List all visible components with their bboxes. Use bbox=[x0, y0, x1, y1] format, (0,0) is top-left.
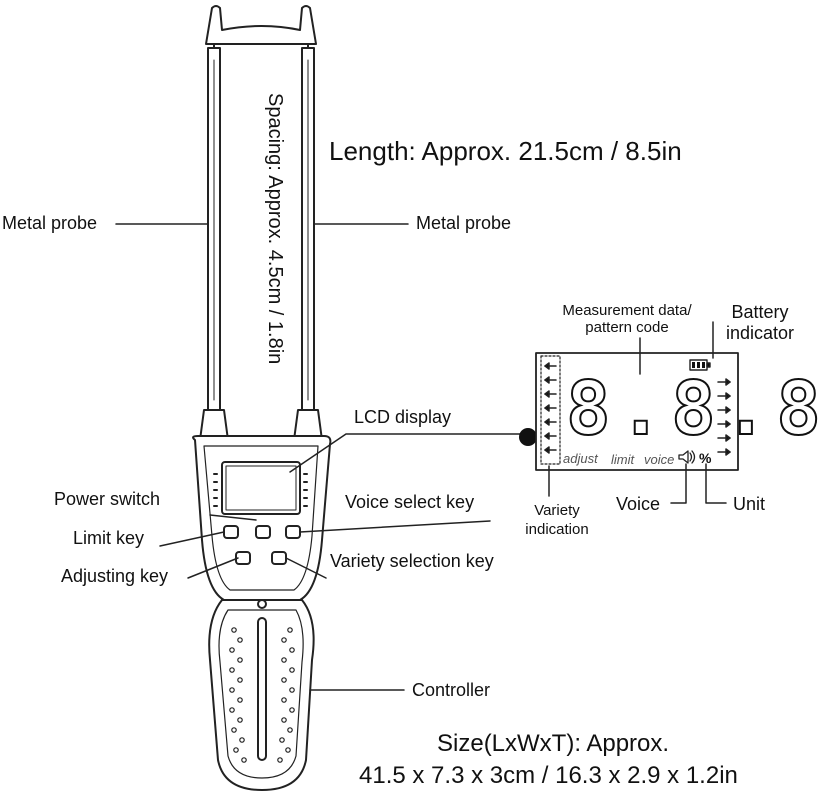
device-lcd-window bbox=[221, 461, 301, 515]
battery-indicator-label: Battery indicator bbox=[726, 302, 794, 343]
controller-label: Controller bbox=[412, 680, 491, 700]
handle-center-groove bbox=[257, 617, 267, 761]
probe-top-handle bbox=[205, 5, 317, 51]
lcd-percent-symbol: % bbox=[699, 450, 712, 466]
battery-line1: Battery bbox=[731, 302, 789, 322]
lcd-callout-dot bbox=[519, 428, 537, 446]
metal-probe-left-label: Metal probe bbox=[2, 213, 98, 233]
lcd-seven-segment-digits: 8.8.8 bbox=[565, 366, 829, 452]
lcd-word-limit: limit bbox=[611, 452, 635, 467]
power-switch-label: Power switch bbox=[54, 489, 161, 509]
limit-key[interactable] bbox=[223, 525, 239, 539]
grip-dots bbox=[229, 627, 295, 763]
variety-indicator-box bbox=[540, 355, 561, 465]
lcd-word-voice: voice bbox=[644, 452, 675, 467]
variety-arrows-left bbox=[544, 362, 557, 454]
adjusting-key-label: Adjusting key bbox=[61, 566, 169, 586]
length-label: Length: Approx. 21.5cm / 8.5in bbox=[329, 136, 682, 166]
panel-callout-lines bbox=[548, 321, 727, 504]
voice-label: Voice bbox=[616, 494, 661, 514]
variety-indication-label: Variety indication bbox=[517, 502, 597, 540]
spacing-label: Spacing: Approx. 4.5cm / 1.8in bbox=[264, 93, 286, 365]
moisture-meter-diagram bbox=[115, 5, 739, 791]
battery-line2: indicator bbox=[726, 322, 795, 343]
power-switch[interactable] bbox=[255, 525, 271, 539]
speaker-icon bbox=[678, 450, 696, 464]
unit-label: Unit bbox=[733, 494, 766, 514]
metal-probe-right bbox=[301, 47, 315, 411]
lcd-display-label: LCD display bbox=[354, 407, 452, 427]
size-label-line1: Size(LxWxT): Approx. bbox=[437, 730, 670, 757]
variety-selection-key[interactable] bbox=[271, 551, 287, 565]
limit-key-label: Limit key bbox=[73, 528, 145, 548]
lcd-word-adjust: adjust bbox=[563, 451, 598, 466]
controller-handle bbox=[208, 599, 315, 791]
battery-icon bbox=[689, 359, 711, 371]
measurement-data-label: Measurement data/ pattern code bbox=[544, 302, 710, 337]
measurement-data-line2: pattern code bbox=[585, 319, 669, 337]
meter-body-head bbox=[192, 435, 332, 601]
lcd-panel-frame bbox=[535, 352, 739, 471]
variety-line1: Variety bbox=[534, 502, 580, 519]
hanging-hole bbox=[257, 599, 267, 609]
device-lcd-ticks bbox=[213, 473, 308, 507]
size-label-line2: 41.5 x 7.3 x 3cm / 16.3 x 2.9 x 1.2in bbox=[359, 762, 738, 789]
voice-select-key-label: Voice select key bbox=[345, 492, 475, 512]
variety-selection-key-label: Variety selection key bbox=[330, 551, 494, 571]
scale-arrows-right bbox=[717, 378, 731, 456]
voice-select-key[interactable] bbox=[285, 525, 301, 539]
variety-line2: indication bbox=[525, 520, 589, 538]
callout-lines bbox=[115, 223, 521, 691]
metal-probe-left bbox=[207, 47, 221, 411]
metal-probe-right-label: Metal probe bbox=[416, 213, 512, 233]
measurement-data-line1: Measurement data/ bbox=[562, 302, 692, 319]
